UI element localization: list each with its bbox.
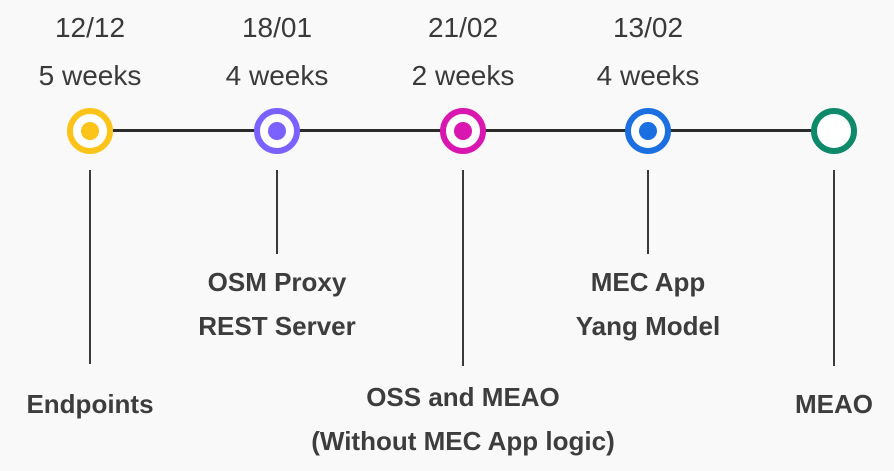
milestone-stem	[833, 170, 835, 366]
milestone-node-dot	[454, 122, 472, 140]
milestone-label-line: MEC App	[590, 267, 706, 297]
milestone-label-line: OSM Proxy	[207, 267, 347, 297]
milestone-stem	[647, 170, 649, 254]
milestone-duration: 4 weeks	[596, 60, 700, 91]
milestone-label: OSS and MEAO (Without MEC App logic)	[273, 375, 653, 463]
milestone-node-dot	[825, 122, 843, 140]
milestone-label: MEC App Yang Model	[458, 260, 838, 348]
milestone-label: OSM Proxy REST Server	[87, 260, 467, 348]
milestone-node-dot	[639, 122, 657, 140]
milestone-label-line: Endpoints	[26, 389, 154, 419]
milestone-date: 12/12	[54, 12, 126, 43]
milestone-node	[811, 108, 857, 154]
milestone-node	[67, 108, 113, 154]
milestone-label-line: REST Server	[198, 311, 356, 341]
milestone-label-line: OSS and MEAO	[366, 382, 560, 412]
milestone-date: 18/01	[241, 12, 313, 43]
milestone-label-line: (Without MEC App logic)	[311, 426, 615, 456]
milestone-duration: 4 weeks	[225, 60, 329, 91]
milestone-stem	[89, 170, 91, 364]
milestone-label: Endpoints	[0, 382, 280, 426]
milestone-duration: 5 weeks	[38, 60, 142, 91]
milestone-label-line: MEAO	[795, 389, 873, 419]
milestone-node-dot	[81, 122, 99, 140]
milestone-node	[440, 108, 486, 154]
milestone-date: 21/02	[427, 12, 499, 43]
milestone-duration: 2 weeks	[411, 60, 515, 91]
milestone-stem	[276, 170, 278, 254]
milestone-node	[254, 108, 300, 154]
milestone-date: 13/02	[612, 12, 684, 43]
milestone-node-dot	[268, 122, 286, 140]
milestone-label: MEAO	[734, 382, 894, 426]
milestone-label-line: Yang Model	[575, 311, 721, 341]
milestone-node	[625, 108, 671, 154]
milestone-stem	[462, 170, 464, 366]
